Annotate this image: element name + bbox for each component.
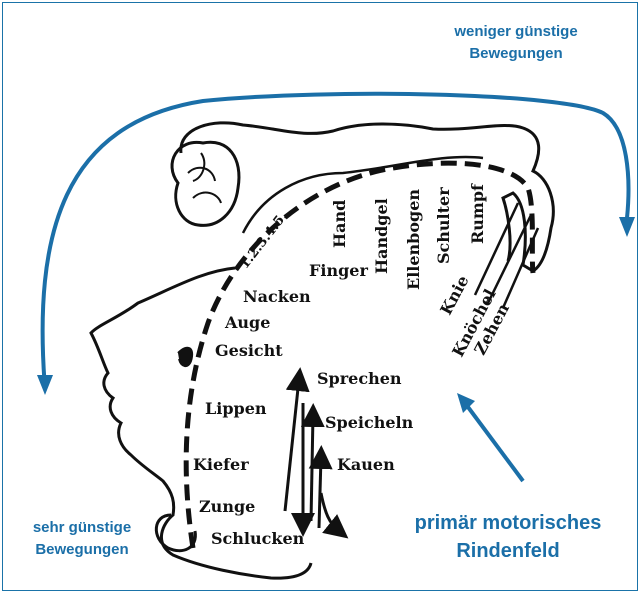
label-lippen: Lippen [205,399,267,418]
pointer-arrow [465,403,523,481]
label-nacken: Nacken [243,287,311,306]
homunculus-diagram [3,3,638,591]
annotation-top-right-line2: Bewegungen [411,43,621,65]
label-sprechen: Sprechen [317,369,402,388]
hand-shape [172,142,239,225]
label-hand: Hand [330,200,349,248]
arc-arrowhead-left [37,375,53,395]
annotation-bottom-right-line1: primär motorisches [393,509,623,537]
annotation-bottom-left: sehr günstige Bewegungen [7,517,157,561]
annotation-bottom-right: primär motorisches Rindenfeld [393,509,623,565]
annotation-top-right: weniger günstige Bewegungen [411,21,621,65]
label-schlucken: Schlucken [211,529,304,548]
label-kauen: Kauen [337,455,395,474]
label-finger: Finger [309,261,368,280]
label-rumpf: Rumpf [468,184,487,244]
label-auge: Auge [225,313,270,332]
annotation-bottom-left-line1: sehr günstige [7,517,157,539]
label-handgel: Handgel [372,198,391,274]
label-gesicht: Gesicht [215,341,283,360]
eye-shape [178,348,192,366]
arrow-kauen [319,457,321,528]
arrow-sprechen [285,379,299,511]
annotation-bottom-left-line2: Bewegungen [7,539,157,561]
label-speicheln: Speicheln [325,413,413,432]
arc-arrowhead-right [619,217,635,237]
label-zunge: Zunge [199,497,255,516]
label-ellenbogen: Ellenbogen [404,189,423,290]
label-kiefer: Kiefer [193,455,249,474]
arrow-speicheln [311,415,313,521]
annotation-bottom-right-line2: Rindenfeld [393,537,623,565]
label-schulter: Schulter [434,187,453,264]
annotation-top-right-line1: weniger günstige [411,21,621,43]
